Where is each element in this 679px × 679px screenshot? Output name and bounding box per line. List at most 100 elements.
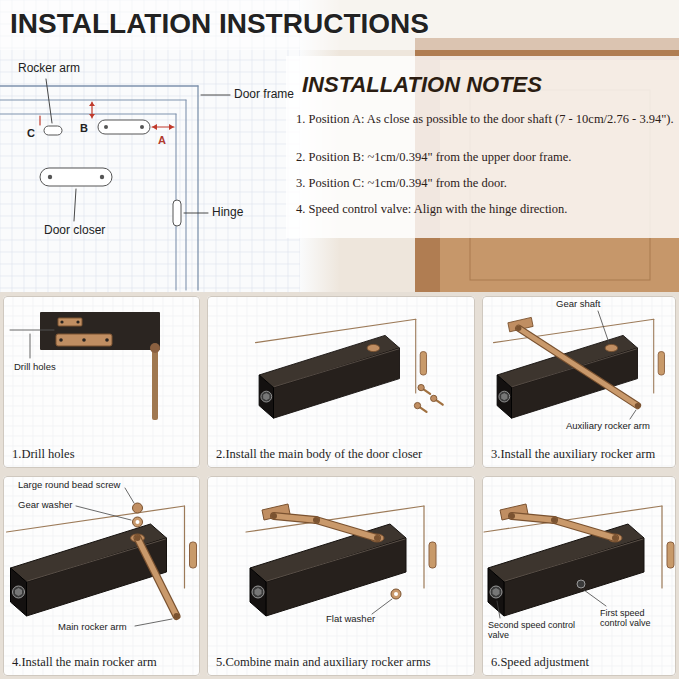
- door-edge: [256, 319, 416, 342]
- panel-grid: [407, 297, 408, 467]
- leader-line: [74, 189, 76, 221]
- grid-line: [0, 240, 300, 241]
- hinge-cap: [150, 343, 160, 353]
- washer: [391, 589, 401, 599]
- rocker-arm: [274, 516, 316, 520]
- screw-hole: [100, 175, 104, 179]
- hinge: [429, 542, 436, 568]
- part-label: Drill holes: [14, 362, 56, 373]
- panel-grid: [447, 297, 448, 467]
- panel-grid: [227, 297, 228, 467]
- panel-grid: [4, 306, 199, 307]
- mounting-plate: [58, 318, 82, 326]
- closer-end: [488, 568, 504, 616]
- dimension-letter: A: [158, 134, 166, 147]
- closer-end: [11, 568, 27, 616]
- panel-grid: [427, 297, 428, 467]
- mounting-plate: [56, 334, 112, 346]
- arm-pivot: [174, 613, 180, 619]
- speed-valve: [499, 391, 510, 402]
- dimension-arrow: [152, 124, 157, 130]
- arm-pivot: [551, 517, 557, 523]
- hinge: [420, 352, 426, 375]
- arm-pivot: [509, 513, 515, 519]
- panel-grid: [417, 297, 418, 467]
- part-label: Hinge: [212, 206, 243, 220]
- step-caption: 3.Install the auxiliary rocker arm: [491, 447, 669, 462]
- closer-front: [504, 538, 644, 616]
- page-title: INSTALLATION INSTRUCTIONS: [10, 8, 429, 40]
- note-text: 3. Position C: ~1cm/0.394" from the door…: [296, 176, 674, 190]
- panel-grid: [208, 326, 474, 327]
- panel-grid: [4, 396, 199, 397]
- panel-ground: [482, 476, 676, 676]
- bead-screw: [133, 503, 143, 513]
- leader-line: [10, 330, 54, 331]
- part-label: Flat washer: [326, 614, 375, 625]
- leader-line: [584, 590, 606, 606]
- door-edge: [661, 506, 662, 588]
- leader-line: [201, 95, 230, 96]
- note-text: 2. Position B: ~1cm/0.394" from the uppe…: [296, 150, 674, 164]
- panel-grid: [672, 297, 673, 467]
- speed-valve: [13, 586, 25, 598]
- panel-grid: [4, 496, 199, 497]
- panel-grid: [208, 626, 474, 627]
- panel-grid: [208, 426, 474, 427]
- panel-grid: [483, 336, 675, 337]
- arm-pivot: [135, 535, 141, 541]
- panel-grid: [4, 446, 199, 447]
- door-frame-section: [40, 312, 160, 350]
- door-edge: [423, 506, 424, 588]
- panel-grid: [208, 496, 474, 497]
- panel-grid: [483, 486, 675, 487]
- step-caption: 4.Install the main rocker arm: [12, 655, 193, 670]
- part-label: Door closer: [44, 224, 105, 238]
- panel-grid: [437, 297, 438, 467]
- panel-grid: [662, 477, 663, 675]
- screw-head: [431, 395, 437, 401]
- rocker-arm: [519, 328, 638, 405]
- dimension-arrow: [89, 102, 95, 106]
- grid-line: [0, 120, 300, 121]
- closer-front: [266, 538, 406, 616]
- panel-grid: [483, 646, 675, 647]
- valve-hex: [15, 588, 22, 596]
- panel-grid: [4, 466, 199, 467]
- grid-line: [0, 192, 300, 193]
- frame-line: [0, 99, 186, 100]
- leader-line: [630, 410, 636, 419]
- panel-grid: [208, 506, 474, 507]
- notes-heading: INSTALLATION NOTES: [302, 72, 542, 97]
- panel-grid: [4, 416, 199, 417]
- panel-ground: [3, 476, 200, 676]
- panel-grid: [193, 297, 194, 467]
- grid-line: [0, 264, 300, 265]
- washer-hole: [136, 520, 140, 524]
- panel-grid: [237, 297, 238, 467]
- gear-shaft: [605, 344, 618, 351]
- valve-hex: [255, 588, 262, 596]
- step-caption: 2.Install the main body of the door clos…: [216, 447, 468, 462]
- panel-grid: [467, 297, 468, 467]
- panel-grid: [247, 297, 248, 467]
- rocker-arm: [554, 520, 615, 538]
- panel-grid: [208, 416, 474, 417]
- panel-grid: [642, 297, 643, 467]
- leader-line: [46, 79, 52, 123]
- drill-hole: [76, 320, 79, 323]
- arm-pivot: [374, 535, 380, 541]
- dimension-arrow: [169, 124, 174, 130]
- drill-hole: [82, 338, 86, 342]
- grid-line: [0, 168, 300, 169]
- panel-grid: [4, 426, 199, 427]
- panel-grid: [483, 636, 675, 637]
- leader-line: [30, 334, 31, 358]
- hinge: [658, 352, 664, 375]
- panel-grid: [483, 616, 675, 617]
- grid-line: [0, 216, 300, 217]
- arm-bracket: [508, 317, 533, 331]
- grid-line: [0, 84, 300, 85]
- screw-hole: [140, 125, 144, 129]
